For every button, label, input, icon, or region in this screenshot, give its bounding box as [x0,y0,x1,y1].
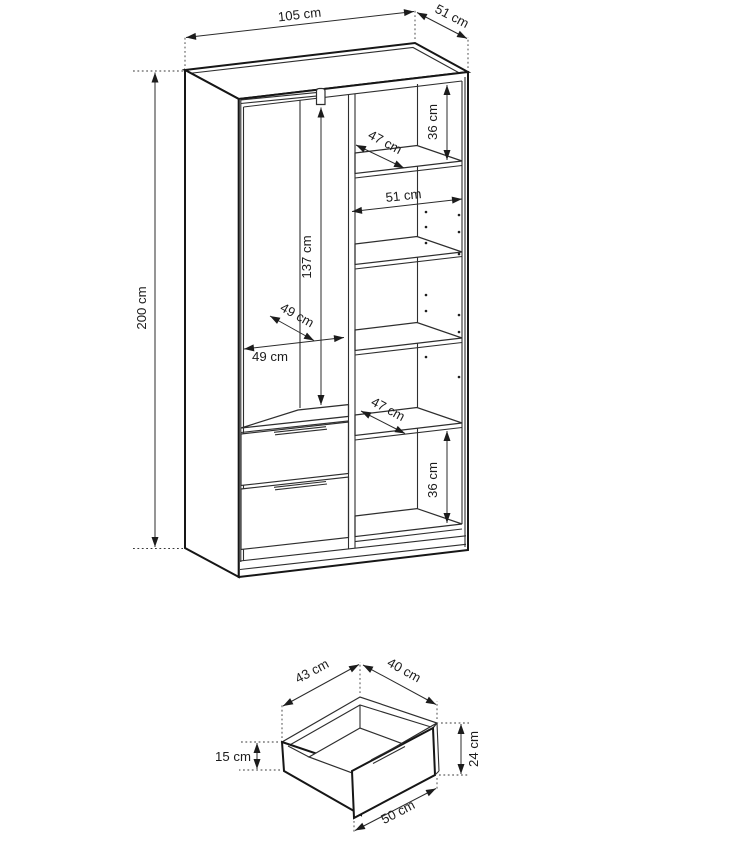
dim-label-overall-depth: 51 cm [433,1,472,31]
dim-label-drawer-side-height: 15 cm [215,749,251,764]
dim-label-drawer-depth: 43 cm [292,656,331,686]
dim-label-bottom-compartment: 36 cm [425,462,440,498]
dim-line-overall-depth [416,12,468,39]
dim-label-overall-height: 200 cm [134,286,149,329]
dim-line-bottom-shelf-depth [360,410,406,434]
dim-line-hanging-width [243,335,345,352]
dim-label-overall-width: 105 cm [277,5,322,25]
dim-line-shelf-width [351,196,463,214]
drawer-box [280,696,440,820]
dim-label-shelf-width: 51 cm [385,186,422,205]
dim-line-drawer-width [362,664,437,705]
hanging-rail [240,87,326,106]
plinth [239,535,467,571]
dim-label-top-compartment: 36 cm [425,104,440,140]
dim-line-drawer-front-width [354,788,437,831]
wardrobe-left-side-face [184,68,240,579]
dim-line-overall-width [185,9,415,40]
drawer-drawing: 43 cm 40 cm 15 cm 24 cm 50 cm [215,655,481,834]
wardrobe-drawing: 105 cm 51 cm 200 cm 137 cm 49 cm 49 cm 3… [133,1,472,579]
dim-line-drawer-depth [282,664,360,707]
center-divider [347,94,356,549]
rail-bracket [315,87,326,106]
dim-label-drawer-width: 40 cm [385,655,424,686]
dim-label-hanging-height: 137 cm [299,235,314,278]
dim-label-hanging-width: 49 cm [252,349,288,364]
drawer-fronts [240,421,350,551]
dim-line-top-shelf-depth [355,144,405,169]
drawer-handle-groove [370,742,406,764]
dim-label-drawer-front-height: 24 cm [466,731,481,767]
